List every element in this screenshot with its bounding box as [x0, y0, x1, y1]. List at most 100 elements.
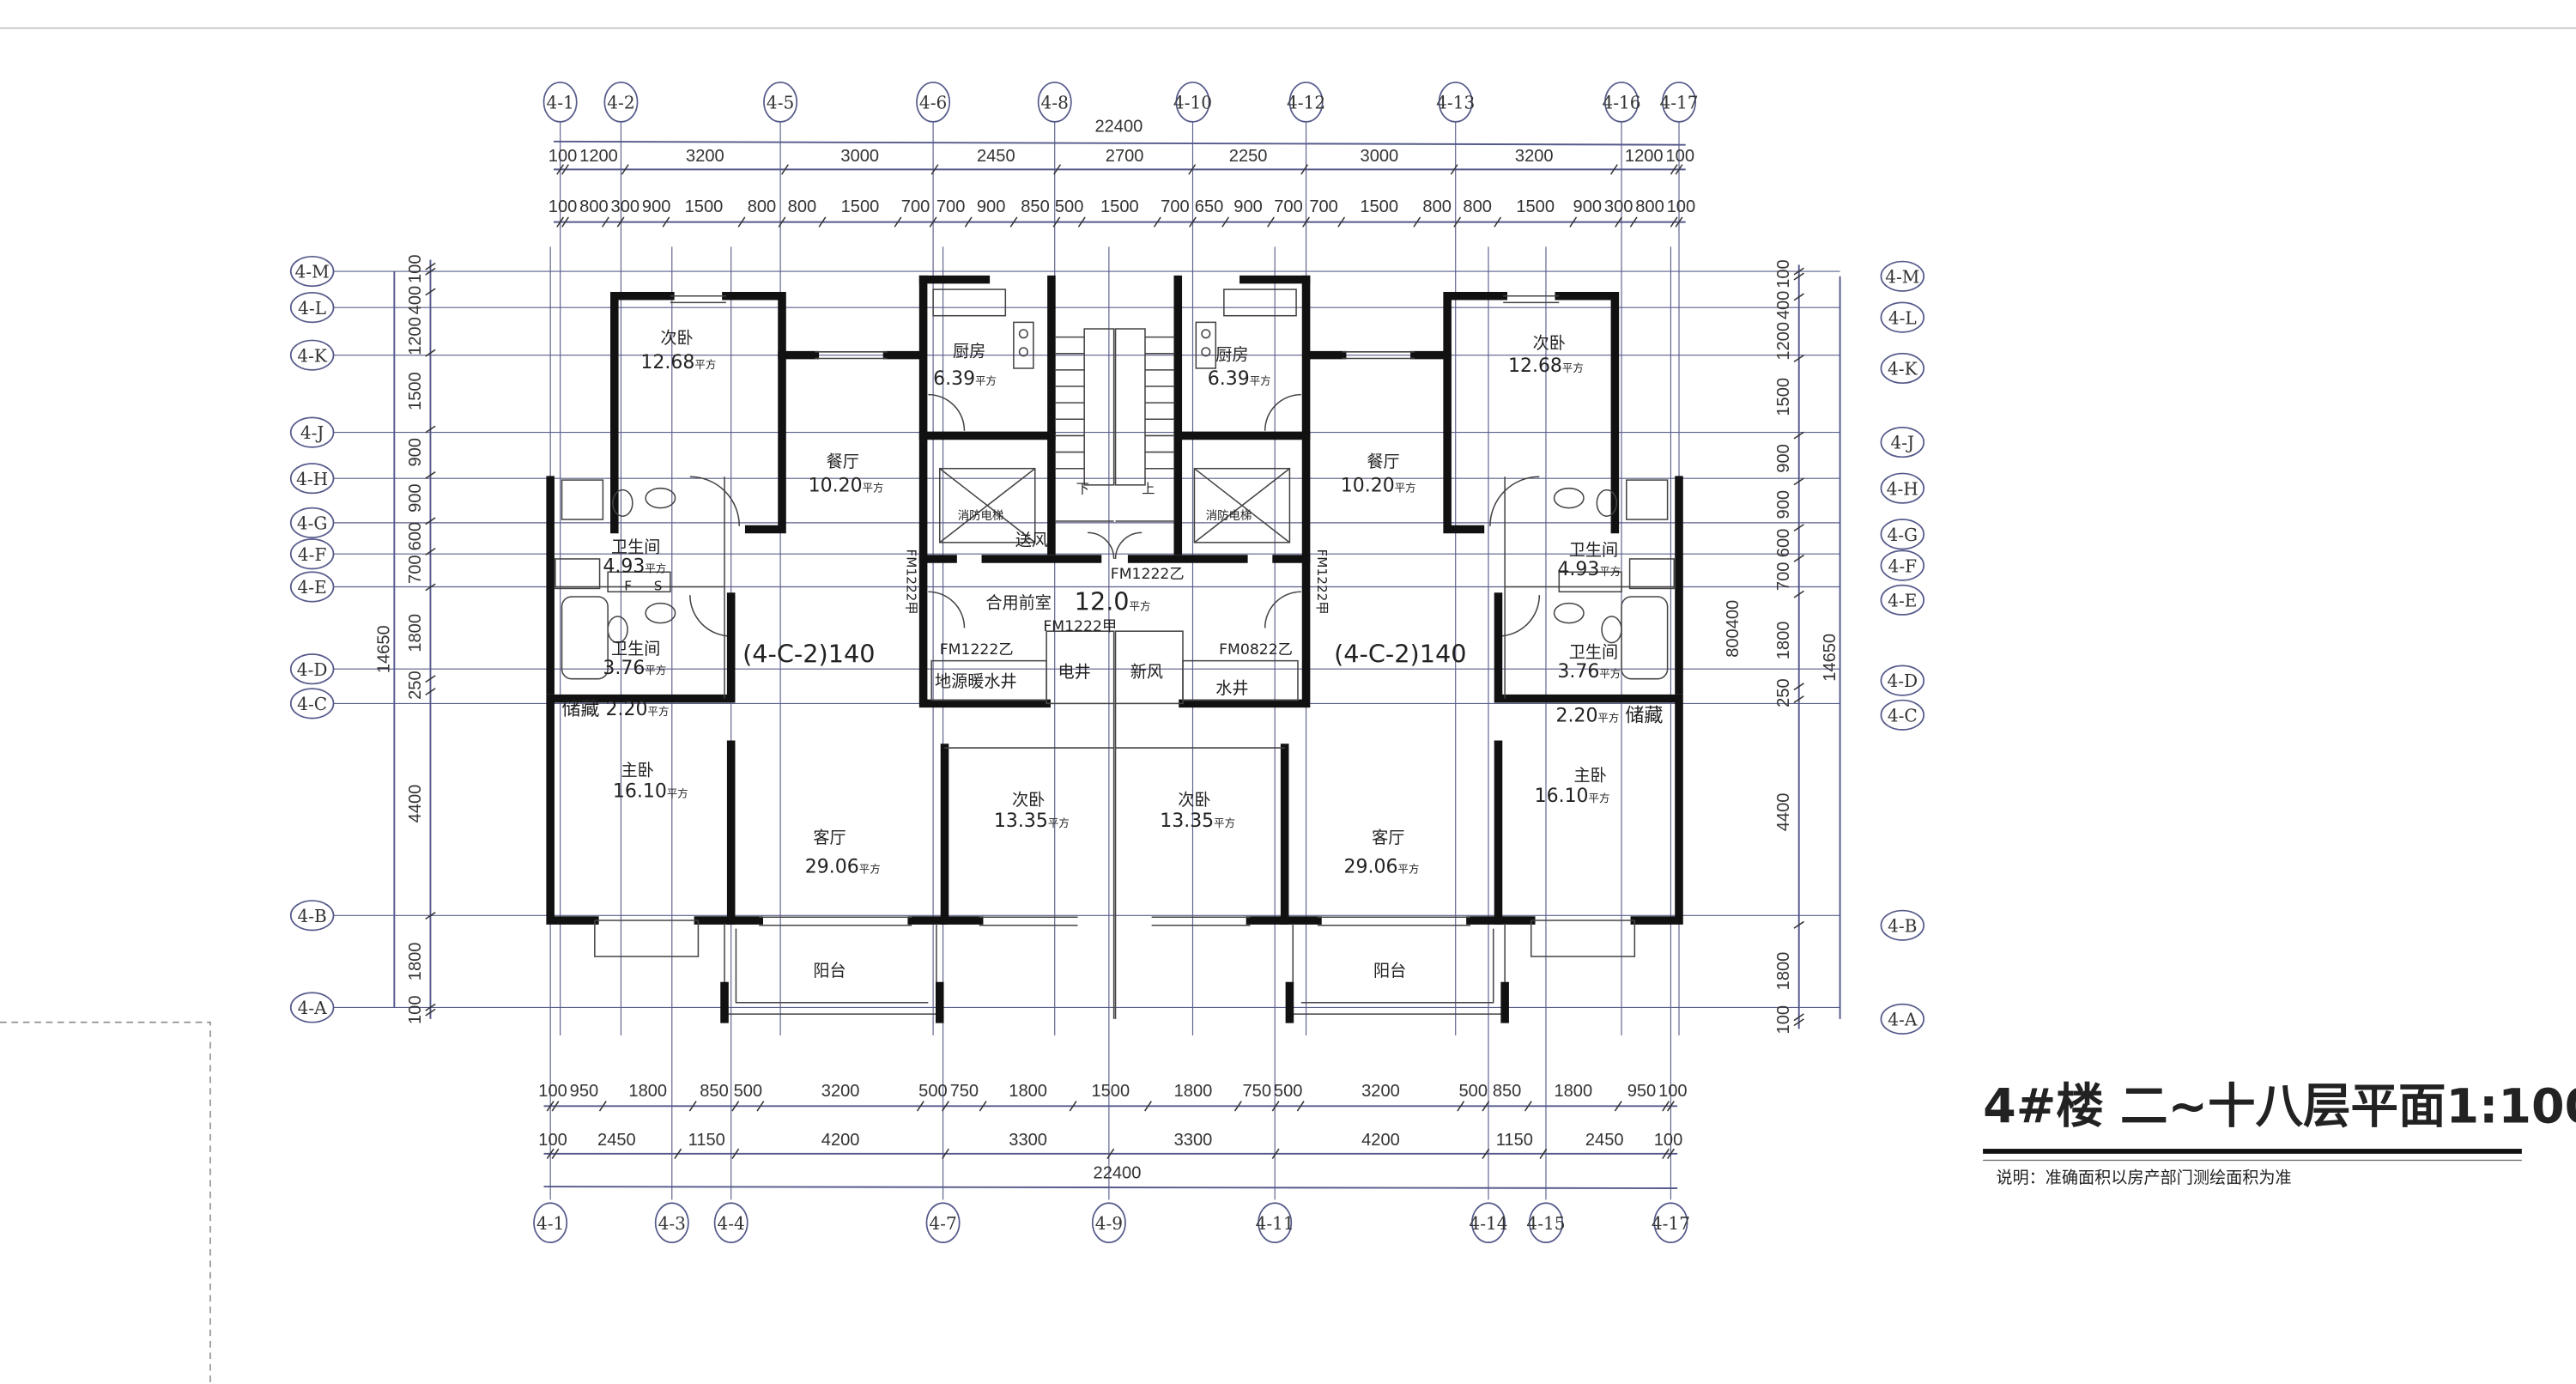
dimension-tick — [1271, 1148, 1280, 1159]
axis-label: 4-17 — [1659, 93, 1698, 113]
axis-bubble — [542, 82, 578, 123]
dimension-tick — [546, 1148, 555, 1159]
dimension-tick — [1793, 272, 1804, 281]
dimension-label: 400 — [406, 286, 425, 315]
axis-right-4-J: 4-J — [1880, 427, 1925, 458]
dimension-tick — [551, 1148, 560, 1159]
dimension-tick — [425, 912, 436, 920]
axis-bubble — [289, 292, 335, 324]
axis-label: 4-6 — [919, 93, 947, 113]
dimension-tick — [1457, 1101, 1465, 1112]
axis-bubble — [289, 416, 335, 448]
axis-bottom-4-11: 4-11 — [1256, 1202, 1294, 1244]
dimension-label: 500 — [1459, 1082, 1488, 1101]
dimension-tick — [662, 216, 670, 228]
dimension-label: 900 — [1233, 197, 1263, 216]
axis-bubble — [603, 82, 639, 123]
axis-bubble — [654, 1202, 689, 1244]
axis-bubble — [1662, 82, 1697, 123]
room-area: 2.20平方 储藏 — [1555, 705, 1663, 726]
axis-label: 4-K — [1888, 359, 1918, 379]
dimension-label: 700 — [1274, 197, 1303, 216]
dimension-tick — [425, 517, 436, 525]
room-name: 卫生间 — [611, 537, 660, 556]
room-left-balcony: 阳台 — [813, 961, 846, 980]
dimension-tick — [1793, 431, 1804, 440]
room-area: 12.68平方 — [640, 352, 716, 373]
axis-label: 4-M — [295, 262, 330, 282]
dimension-tick — [1153, 216, 1161, 228]
axis-bubble — [1880, 665, 1925, 696]
dimension-tick — [425, 425, 436, 434]
axis-label: 4-L — [298, 298, 326, 319]
room-right-kitchen: 厨房 6.39平方 — [1208, 344, 1271, 390]
room-area: 12.0平方 — [1075, 586, 1151, 616]
axis-bubble — [1880, 909, 1925, 941]
dimension-label: 900 — [1774, 444, 1793, 472]
dimension-line — [543, 1186, 1678, 1189]
dimension-tick — [556, 164, 565, 175]
dimension-label: 100 — [538, 1131, 567, 1150]
dimension-label: 250 — [406, 671, 425, 699]
axis-left-4-A: 4-A — [289, 992, 335, 1023]
dimension-tick — [1077, 216, 1086, 228]
dimension-label: 100 — [549, 197, 578, 216]
axis-label: 4-17 — [1652, 1213, 1690, 1234]
dimension-tick — [1615, 216, 1623, 228]
dimension-tick — [1188, 164, 1197, 175]
axis-label: 4-K — [297, 345, 328, 366]
axis-bottom-4-14: 4-14 — [1469, 1202, 1508, 1244]
dimension-label: 100 — [1667, 197, 1696, 216]
dimension-label: 700 — [406, 555, 425, 584]
dimension-label: 900 — [1573, 197, 1603, 216]
dimension-label: 800 — [788, 197, 817, 216]
axis-top-4-10: 4-10 — [1173, 82, 1212, 123]
dimension-label: 2250 — [1229, 147, 1268, 166]
door-label: FM1222甲 — [903, 549, 918, 614]
dimension-tick — [1482, 1101, 1490, 1112]
top-total-dimension: 22400 — [1094, 117, 1143, 136]
axis-label: 4-1 — [546, 93, 573, 113]
axis-right-4-H: 4-H — [1880, 472, 1925, 504]
dimension-label: 3000 — [840, 147, 879, 166]
room-area: 3.76平方 — [603, 658, 666, 679]
axis-top-4-1: 4-1 — [542, 82, 578, 123]
dimension-tick — [1793, 524, 1804, 532]
left-dimension-column: 1004001200150090090060070018002504400180… — [406, 255, 436, 1024]
axis-label: 4-J — [1890, 433, 1914, 453]
room-name: 厨房 — [1215, 344, 1248, 364]
axis-label: 4-A — [1888, 1010, 1918, 1030]
room-name: 客厅 — [813, 828, 846, 847]
axis-left-4-B: 4-B — [289, 900, 335, 932]
elevator-right-label: 消防电梯 — [1206, 509, 1252, 523]
axis-bubble — [1880, 352, 1925, 385]
geothermal-shaft-label: 地源暖水井 — [935, 671, 1017, 691]
room-right-storage: 2.20平方 储藏 — [1555, 705, 1663, 726]
dimension-label: 4200 — [821, 1131, 860, 1150]
dimension-label: 1150 — [1496, 1131, 1533, 1150]
axis-top-4-2: 4-2 — [603, 82, 639, 123]
room-area: 6.39平方 — [1208, 368, 1271, 390]
door-label: FM1222甲 — [1314, 549, 1330, 614]
room-name: 厨房 — [953, 342, 985, 361]
room-left-dining: 餐厅 10.20平方 — [809, 452, 884, 497]
dimension-label: 1800 — [1774, 952, 1793, 991]
dimension-label: 1500 — [1774, 378, 1793, 416]
axis-label: 4-10 — [1173, 93, 1212, 113]
dimension-label: 950 — [570, 1082, 599, 1101]
axis-bubble — [289, 339, 335, 371]
room-left-bath2: 卫生间 3.76平方 — [603, 639, 666, 679]
room-left-bedroom2: 次卧 12.68平方 — [640, 328, 716, 373]
room-left-kitchen: 厨房 6.39平方 — [933, 342, 997, 391]
axis-right-4-K: 4-K — [1880, 352, 1925, 385]
dimension-label: 2450 — [597, 1131, 636, 1150]
dimension-label: 700 — [936, 197, 966, 216]
dimension-tick — [1524, 1101, 1532, 1112]
unit-type-right: (4-C-2)140 — [1334, 640, 1466, 669]
axis-bubble — [1438, 82, 1473, 123]
axis-bottom-4-9: 4-9 — [1091, 1202, 1126, 1244]
axis-bubble — [1258, 1202, 1293, 1244]
dimension-label: 3200 — [1515, 147, 1554, 166]
room-name: 主卧 — [1574, 765, 1607, 785]
axis-bubble — [916, 82, 951, 123]
